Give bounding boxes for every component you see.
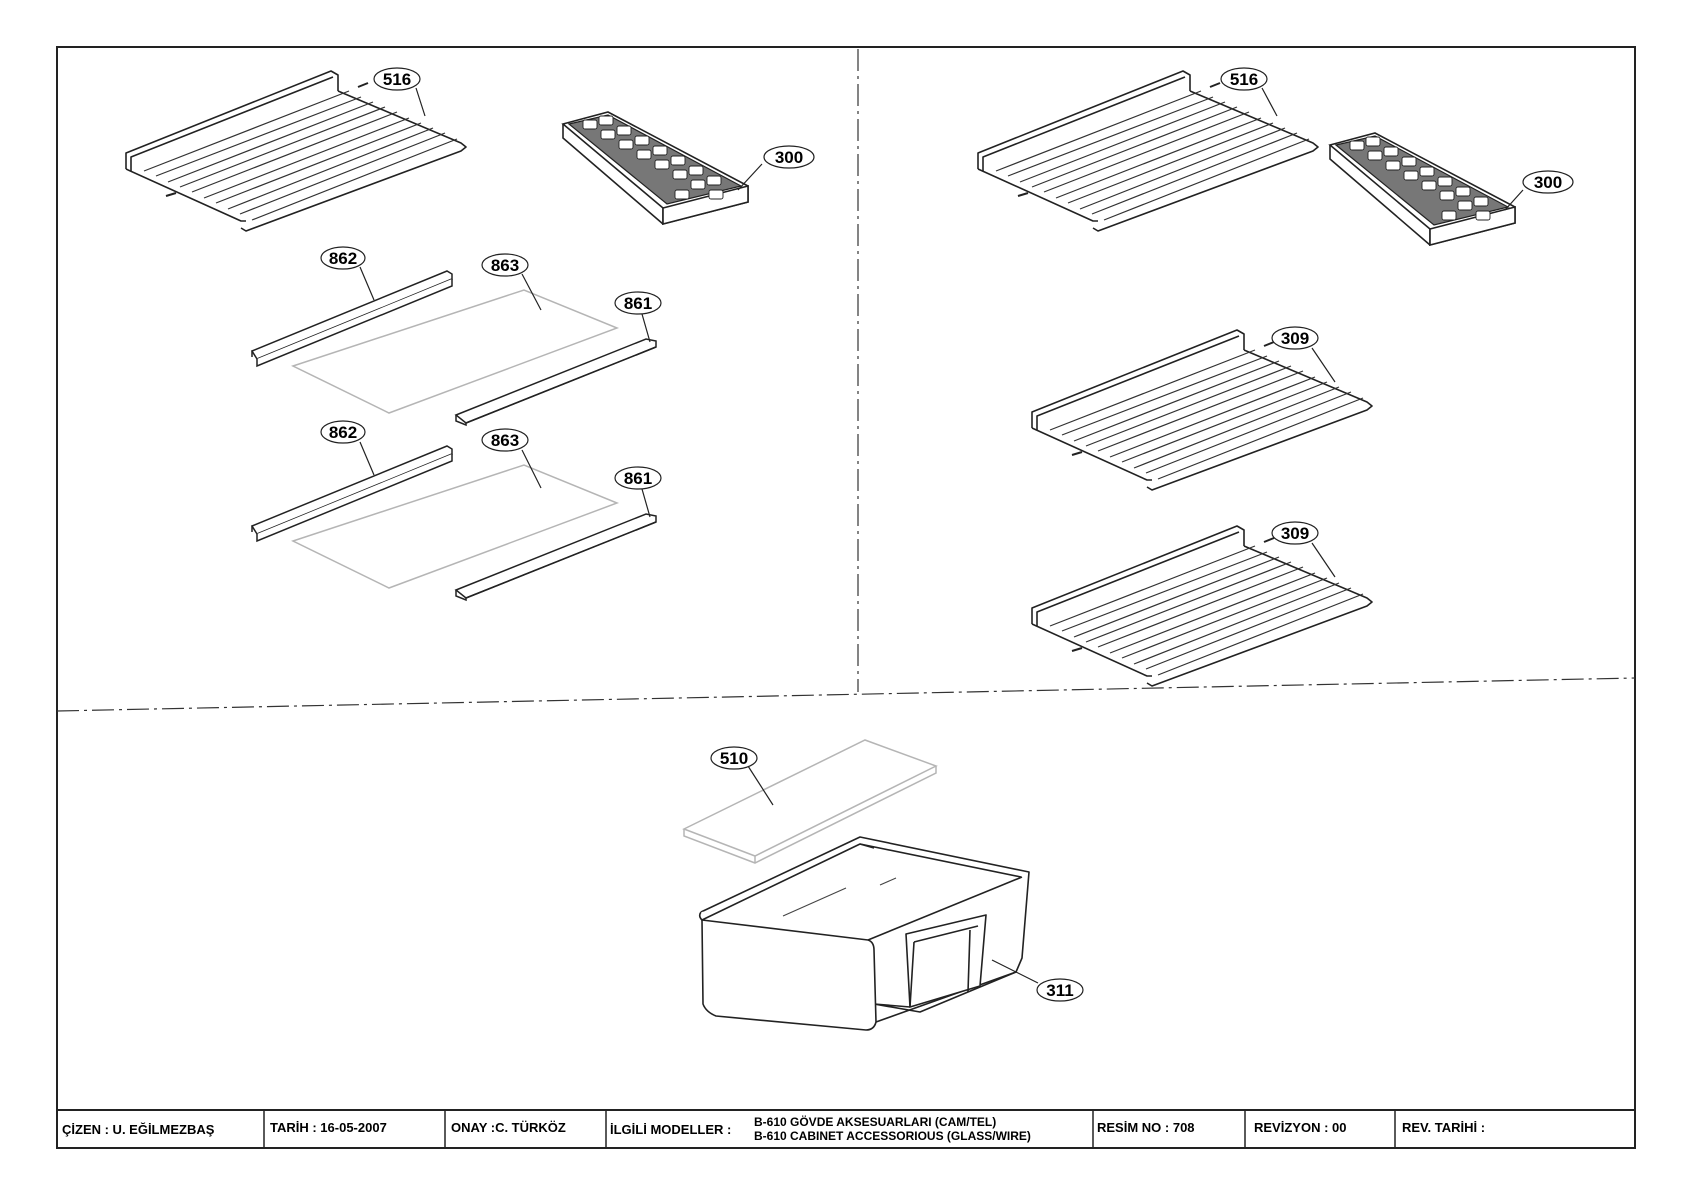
glass-863-upper bbox=[291, 289, 620, 414]
callout-label: 863 bbox=[491, 256, 519, 275]
trim-862-upper bbox=[251, 270, 453, 367]
callout-label: 862 bbox=[329, 423, 357, 442]
callout-label: 516 bbox=[383, 70, 411, 89]
drawing-number: RESİM NO : 708 bbox=[1097, 1120, 1195, 1135]
callout-label: 516 bbox=[1230, 70, 1258, 89]
callout-label: 300 bbox=[1534, 173, 1562, 192]
callout-label: 311 bbox=[1046, 981, 1073, 1000]
callout-309-upper: 309 bbox=[1271, 326, 1336, 383]
approval: ONAY :C. TÜRKÖZ bbox=[451, 1120, 566, 1135]
callout-516-right: 516 bbox=[1220, 67, 1278, 117]
description-turkish: B-610 GÖVDE AKSESUARLARI (CAM/TEL) bbox=[754, 1114, 996, 1129]
callout-862-upper: 862 bbox=[320, 246, 375, 301]
callout-label: 309 bbox=[1281, 524, 1309, 543]
drawn-by: ÇİZEN : U. EĞİLMEZBAŞ bbox=[62, 1122, 215, 1137]
revision: REVİZYON : 00 bbox=[1254, 1120, 1346, 1135]
callout-861-lower: 861 bbox=[614, 466, 662, 518]
callout-300-left: 300 bbox=[737, 145, 815, 191]
callout-label: 863 bbox=[491, 431, 519, 450]
callout-label: 300 bbox=[775, 148, 803, 167]
title-block: ÇİZEN : U. EĞİLMEZBAŞ TARİH : 16-05-2007… bbox=[56, 1109, 1636, 1149]
wire-shelf-516-right bbox=[977, 70, 1319, 232]
callout-311: 311 bbox=[991, 959, 1084, 1002]
trim-861-upper bbox=[455, 338, 657, 426]
callout-label: 510 bbox=[720, 749, 748, 768]
callout-label: 861 bbox=[624, 469, 652, 488]
ice-tray-300-right bbox=[1329, 132, 1516, 246]
callout-label: 861 bbox=[624, 294, 652, 313]
revision-date: REV. TARİHİ : bbox=[1402, 1120, 1485, 1135]
drawing-date: TARİH : 16-05-2007 bbox=[270, 1120, 387, 1135]
callout-label: 862 bbox=[329, 249, 357, 268]
callout-510: 510 bbox=[710, 746, 774, 806]
crisper-drawer-311 bbox=[698, 836, 1030, 1031]
section-dividers bbox=[56, 49, 1636, 712]
callout-863-lower: 863 bbox=[481, 428, 542, 489]
description-english: B-610 CABINET ACCESSORIOUS (GLASS/WIRE) bbox=[754, 1129, 1031, 1143]
glass-863-lower bbox=[291, 464, 620, 589]
ice-tray-300-left bbox=[562, 111, 749, 225]
callout-516-left: 516 bbox=[373, 67, 426, 117]
callout-862-lower: 862 bbox=[320, 420, 375, 476]
wire-shelf-309-upper bbox=[1031, 329, 1373, 491]
glass-cover-510 bbox=[682, 739, 938, 864]
callout-863-upper: 863 bbox=[481, 253, 542, 311]
callout-300-right: 300 bbox=[1504, 170, 1574, 211]
wire-shelf-516-left bbox=[125, 70, 467, 232]
trim-861-lower bbox=[455, 513, 657, 601]
callout-label: 309 bbox=[1281, 329, 1309, 348]
callout-309-lower: 309 bbox=[1271, 521, 1336, 578]
related-models-label: İLGİLİ MODELLER : bbox=[610, 1122, 731, 1137]
trim-862-lower bbox=[251, 445, 453, 542]
callout-861-upper: 861 bbox=[614, 291, 662, 343]
wire-shelf-309-lower bbox=[1031, 525, 1373, 687]
